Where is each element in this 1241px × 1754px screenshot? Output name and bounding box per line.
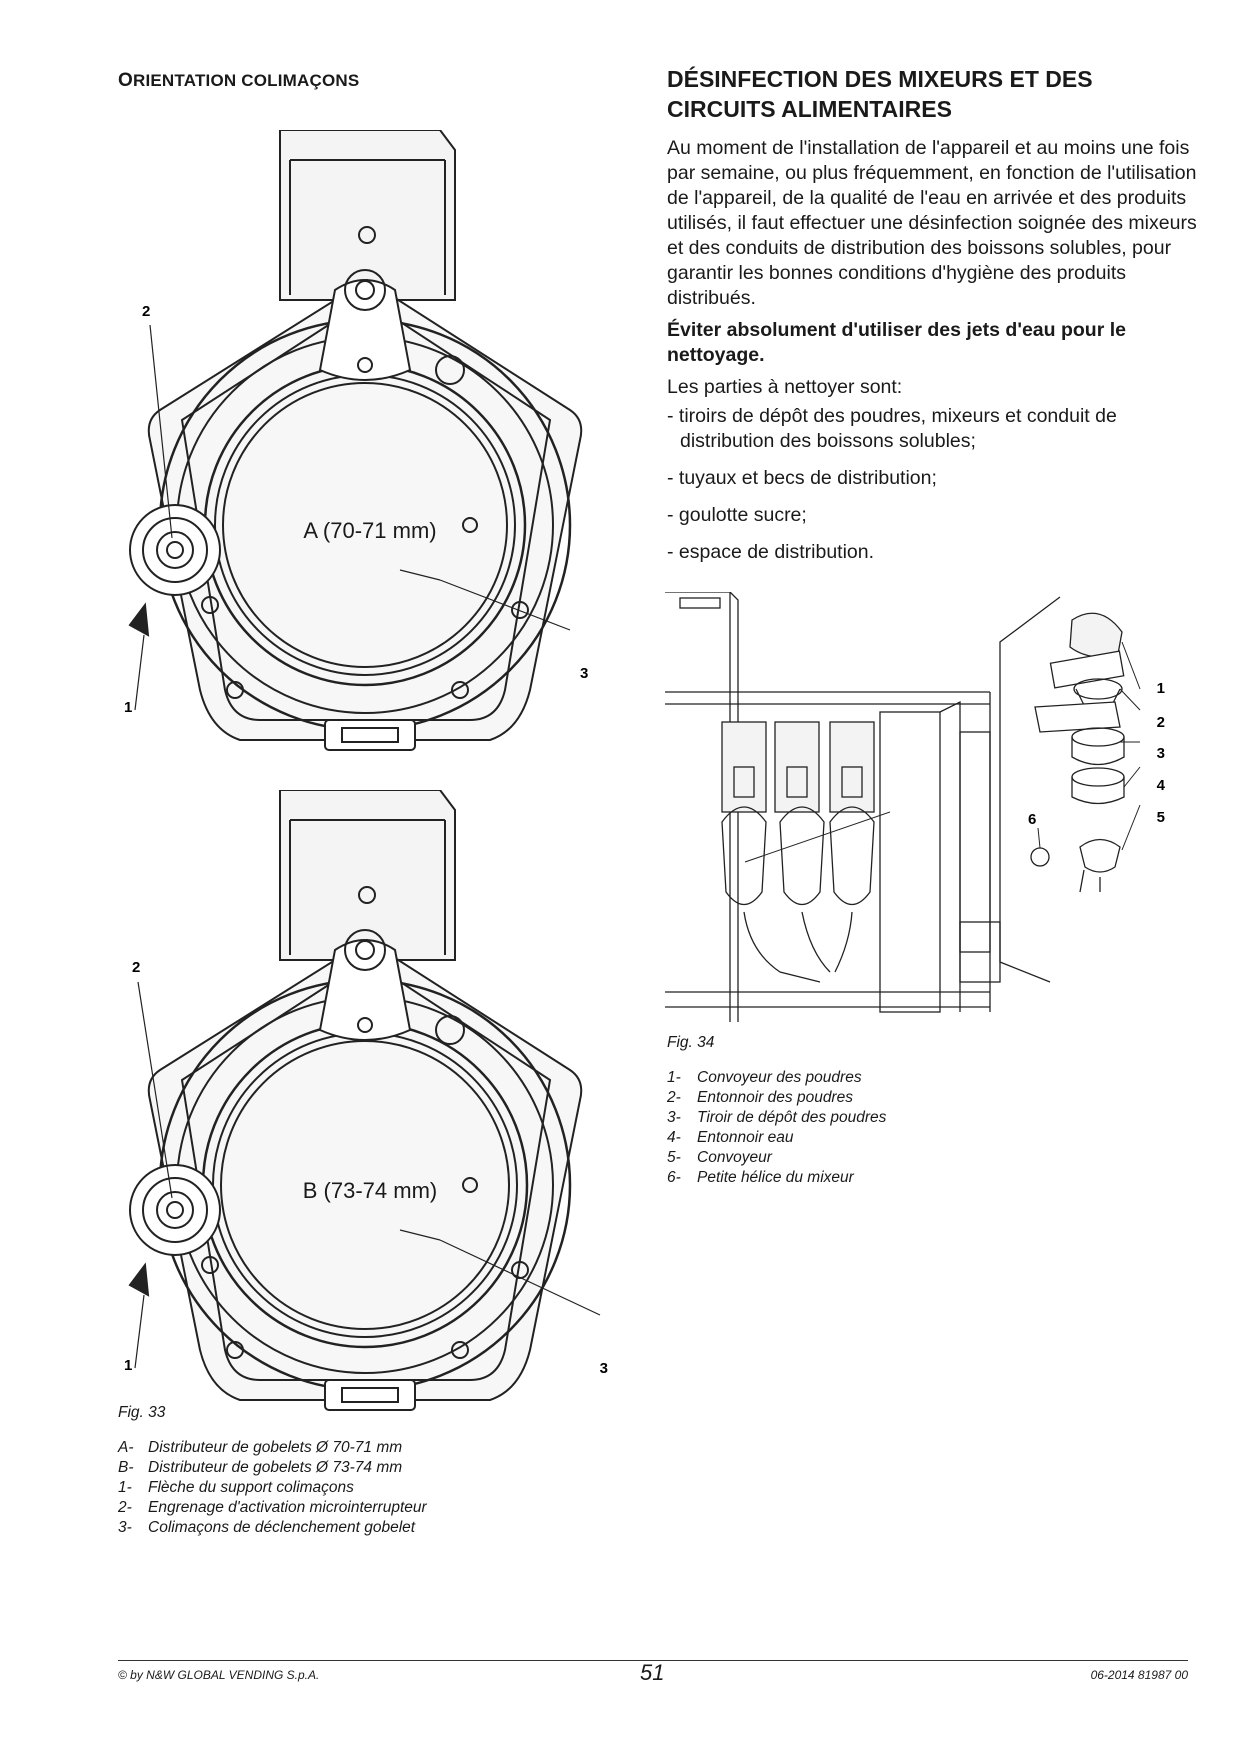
legend-row: 6-Petite hélice du mixeur [667,1169,854,1186]
legend-row: 1-Convoyeur des poudres [667,1069,862,1086]
parts-intro: Les parties à nettoyer sont: [667,376,903,398]
figure-b-label: B (73-74 mm) [303,1178,437,1203]
section-title-disinfection: DÉSINFECTION DES MIXEURS ET DES CIRCUITS… [667,66,1093,122]
fig34-callout-2: 2 [1157,714,1165,731]
fig34-callout-6: 6 [1028,811,1036,828]
figure-33-a-drawing: A (70-71 mm) 2 1 3 [124,130,588,751]
figure-33-b-drawing: B (73-74 mm) 2 1 3 [124,790,608,1411]
legend-row: A-Distributeur de gobelets Ø 70-71 mm [118,1439,403,1456]
fig34-callout-1: 1 [1157,680,1165,697]
callout-b-3: 3 [600,1360,608,1377]
legend-row: 3-Colimaçons de déclenchement gobelet [118,1519,416,1536]
figure-34-caption: Fig. 34 [667,1034,715,1051]
footer-copyright: © by N&W GLOBAL VENDING S.p.A. [118,1668,320,1682]
page-number: 51 [640,1660,665,1685]
figure-33-caption: Fig. 33 [118,1404,166,1421]
fig34-callout-5: 5 [1157,809,1165,826]
legend-row: 2-Engrenage d'activation microinterrupte… [118,1499,427,1516]
footer-doc-code: 06-2014 81987 00 [1090,1668,1188,1682]
warning-paragraph: Éviter absolument d'utiliser des jets d'… [667,319,1126,366]
parts-list-item: - tiroirs de dépôt des poudres, mixeurs … [667,405,1117,452]
callout-a-1: 1 [124,699,132,716]
parts-list-item: - espace de distribution. [667,541,875,563]
legend-row: 5-Convoyeur [667,1149,772,1166]
legend-row: 4-Entonnoir eau [667,1129,794,1146]
legend-row: B-Distributeur de gobelets Ø 73-74 mm [118,1459,403,1476]
fig34-callout-3: 3 [1157,745,1165,762]
legend-row: 2-Entonnoir des poudres [667,1089,853,1106]
footer-divider [118,1660,1188,1661]
callout-a-2: 2 [142,303,150,320]
parts-list-item: - goulotte sucre; [667,504,807,526]
fig34-callout-4: 4 [1157,777,1166,794]
legend-row: 1-Flèche du support colimaçons [118,1479,354,1496]
figure-34-drawing: 1 2 3 4 5 6 [665,592,1166,1022]
legend-row: 3-Tiroir de dépôt des poudres [667,1109,887,1126]
figure-a-label: A (70-71 mm) [303,518,436,543]
callout-b-1: 1 [124,1357,132,1374]
callout-b-2: 2 [132,959,140,976]
callout-a-3: 3 [580,665,588,682]
parts-list-item: - tuyaux et becs de distribution; [667,467,937,489]
intro-paragraph: Au moment de l'installation de l'apparei… [667,137,1197,309]
figure-33-legend: A-Distributeur de gobelets Ø 70-71 mm B-… [118,1438,598,1538]
figure-34-legend: 1-Convoyeur des poudres 2-Entonnoir des … [667,1068,1147,1188]
section-title-orientation: ORIENTATION COLIMAÇONS [118,70,360,91]
